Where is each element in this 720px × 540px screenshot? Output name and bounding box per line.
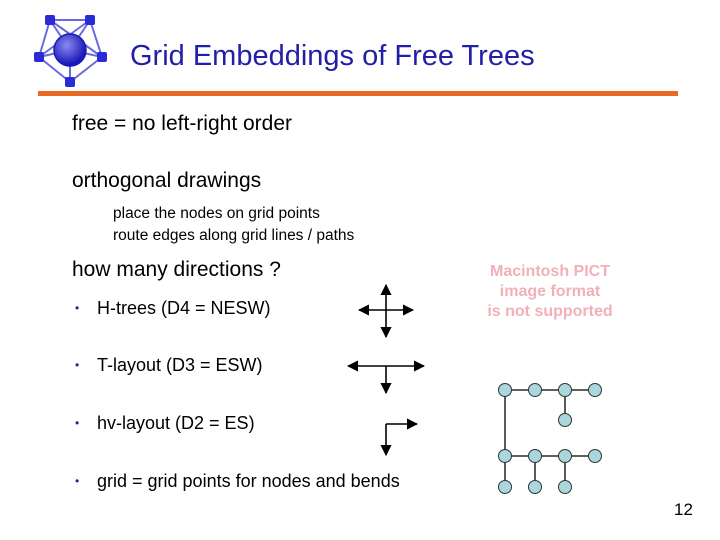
tree-node (558, 480, 572, 494)
tree-node (498, 449, 512, 463)
sub-item-edges: route edges along grid lines / paths (113, 227, 355, 244)
bullet-grid: • grid = grid points for nodes and bends (75, 471, 400, 492)
bullet-h-trees: • H-trees (D4 = NESW) (75, 298, 271, 319)
tree-node (558, 383, 572, 397)
tree-node (588, 383, 602, 397)
grid-tree-nodes (498, 383, 602, 494)
bullet-hv-layout-label: hv-layout (D2 = ES) (97, 413, 255, 433)
bullet-glyph: • (75, 301, 80, 315)
t-arrows-icon (346, 360, 426, 395)
page-number: 12 (674, 500, 693, 519)
sub-item-nodes: place the nodes on grid points (113, 205, 320, 222)
pict-line-3: is not supported (487, 303, 613, 320)
pict-line-1: Macintosh PICT (489, 263, 610, 280)
tree-node (528, 449, 542, 463)
bullet-t-layout-label: T-layout (D3 = ESW) (97, 355, 263, 375)
bullet-glyph: • (75, 416, 80, 430)
tree-node (528, 480, 542, 494)
free-definition: free = no left-right order (72, 112, 293, 135)
bullet-grid-label: grid = grid points for nodes and bends (97, 471, 400, 491)
tree-node (528, 383, 542, 397)
slide-title: Grid Embeddings of Free Trees (130, 40, 535, 72)
network-logo-icon (30, 12, 110, 92)
tree-node (588, 449, 602, 463)
tree-node (558, 413, 572, 427)
bullet-hv-layout: • hv-layout (D2 = ES) (75, 413, 255, 434)
orthogonal-heading: orthogonal drawings (72, 169, 262, 192)
grid-tree-edges (504, 389, 595, 487)
corner-arrows-icon (380, 418, 419, 457)
cross-arrows-icon (357, 283, 415, 339)
tree-node (498, 480, 512, 494)
tree-node (498, 383, 512, 397)
bullet-t-layout: • T-layout (D3 = ESW) (75, 355, 263, 376)
pict-line-2: image format (499, 283, 601, 300)
bullet-glyph: • (75, 474, 80, 488)
tree-node (558, 449, 572, 463)
pict-placeholder: Macintosh PICT image format is not suppo… (480, 262, 620, 322)
directions-question: how many directions ? (72, 258, 281, 281)
bullet-h-trees-label: H-trees (D4 = NESW) (97, 298, 271, 318)
title-divider (38, 91, 678, 96)
bullet-glyph: • (75, 358, 80, 372)
